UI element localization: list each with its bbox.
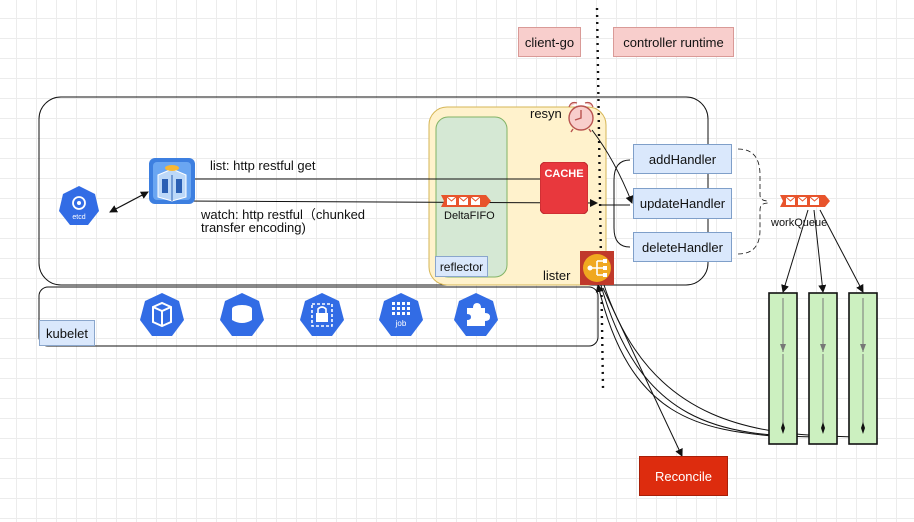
secret-icon[interactable] xyxy=(299,292,345,338)
delete-handler-box[interactable]: deleteHandler xyxy=(633,232,732,262)
list-label: list: http restful get xyxy=(210,158,316,173)
alarm-clock-icon xyxy=(565,99,597,133)
reconcile-label: Reconcile xyxy=(654,468,713,484)
worker-column xyxy=(768,292,798,445)
delta-fifo-label: DeltaFIFO xyxy=(444,210,495,222)
work-queue-icon[interactable] xyxy=(779,194,831,208)
update-handler-box[interactable]: updateHandler xyxy=(633,188,732,219)
crd-icon[interactable] xyxy=(453,292,499,338)
reflector-label: reflector xyxy=(439,259,484,274)
add-handler-label: addHandler xyxy=(648,151,717,167)
watch-label-line1: watch: http restful（chunked xyxy=(201,207,366,222)
add-handler-box[interactable]: addHandler xyxy=(633,144,732,174)
lister-icon[interactable] xyxy=(580,251,614,285)
delta-fifo-icon xyxy=(440,194,492,208)
delete-handler-label: deleteHandler xyxy=(642,239,723,255)
work-queue-label: workQueue xyxy=(771,217,828,229)
reflector-tag: reflector xyxy=(435,256,488,277)
etcd-label: etcd xyxy=(72,214,85,221)
runtime-divider xyxy=(595,7,605,389)
resync-label: resyn xyxy=(530,106,562,121)
api-server-icon[interactable] xyxy=(148,157,196,205)
controller-runtime-tag: controller runtime xyxy=(613,27,734,57)
reconcile-box[interactable]: Reconcile xyxy=(639,456,728,496)
worker-column xyxy=(848,292,878,445)
client-go-label: client-go xyxy=(524,34,575,50)
kubelet-frame xyxy=(38,286,599,347)
cache-icon[interactable]: CACHE xyxy=(539,161,589,215)
job-label: job xyxy=(395,319,407,328)
job-icon[interactable]: job xyxy=(378,292,424,338)
worker-column xyxy=(808,292,838,445)
pod-icon[interactable] xyxy=(139,292,185,338)
volume-icon[interactable] xyxy=(219,292,265,338)
lister-label: lister xyxy=(543,268,571,283)
update-handler-label: updateHandler xyxy=(639,196,726,211)
watch-label-line2: transfer encoding) xyxy=(201,220,306,235)
client-go-tag: client-go xyxy=(518,27,581,57)
kubelet-label: kubelet xyxy=(46,325,88,341)
cache-label: CACHE xyxy=(544,168,584,180)
kubelet-tag: kubelet xyxy=(39,320,95,346)
etcd-icon[interactable]: etcd xyxy=(58,185,100,227)
controller-runtime-label: controller runtime xyxy=(623,34,724,50)
